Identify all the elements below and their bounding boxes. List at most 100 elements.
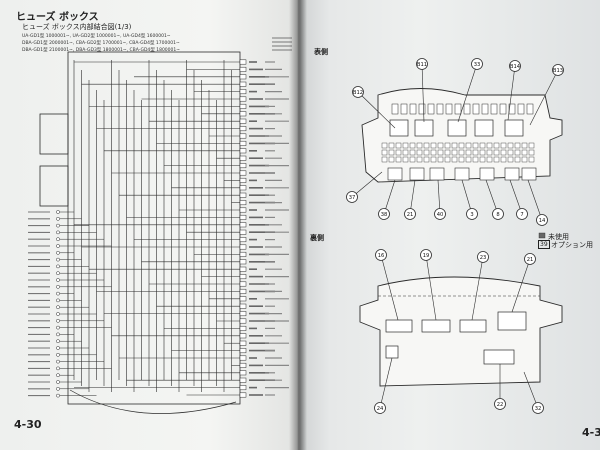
terminal-left <box>56 278 60 282</box>
callout-line <box>379 357 393 409</box>
callout-line <box>471 256 484 321</box>
terminal <box>239 333 247 339</box>
callout-marker <box>420 249 432 261</box>
fuse-slot <box>444 142 451 149</box>
terminal <box>239 81 247 87</box>
fuse-slot <box>444 156 451 163</box>
fuse-slot <box>465 156 472 163</box>
terminal <box>239 155 247 161</box>
fuse-slot-top <box>463 103 471 115</box>
terminal <box>239 325 247 331</box>
fuse-slot <box>381 149 388 156</box>
terminal-left <box>56 237 60 242</box>
callout-marker <box>536 214 548 226</box>
fuse-slot <box>472 142 479 149</box>
terminal-left <box>56 366 60 371</box>
callout-marker <box>524 253 536 265</box>
callout-marker <box>404 208 416 220</box>
callout-label: 40 <box>437 212 444 218</box>
fuse-slot <box>430 142 437 149</box>
callout-marker <box>509 60 521 72</box>
terminal-left <box>56 352 60 357</box>
fuse-slot-top <box>526 103 534 115</box>
terminal <box>239 66 247 72</box>
callout-marker <box>494 398 506 410</box>
fuse-slot <box>514 149 521 156</box>
terminal <box>239 126 247 132</box>
callout-label: 21 <box>527 257 534 263</box>
fuse-slot <box>416 156 423 163</box>
terminal-left <box>56 346 60 350</box>
fuse-slot <box>486 142 493 149</box>
fuse-slot <box>451 156 458 163</box>
left-page: ヒューズ ボックス ヒューズ ボックス内部結合図(1/3) UA-GD1型 10… <box>0 0 300 450</box>
terminal-left <box>56 312 60 316</box>
connector-slot <box>409 167 425 181</box>
terminal <box>239 222 247 228</box>
terminal-left <box>56 223 60 228</box>
diagram-subtitle: ヒューズ ボックス内部結合図(1/3) <box>22 23 132 31</box>
fuse-slot <box>528 142 535 149</box>
fuse-slot-top <box>508 103 516 115</box>
terminal <box>239 103 247 109</box>
callout-line <box>511 258 531 313</box>
terminal-left <box>56 373 60 378</box>
terminal <box>239 185 247 191</box>
legend-option: オプション用 <box>551 241 593 249</box>
terminal-left <box>56 339 60 344</box>
back-connector <box>459 319 487 333</box>
fuse-slot <box>486 149 493 156</box>
fuse-slot <box>395 142 402 149</box>
fuse-slot <box>472 149 479 156</box>
fuse-slot <box>451 149 458 156</box>
page-title: ヒューズ ボックス <box>16 12 99 23</box>
terminal <box>239 111 247 117</box>
fuse-slot-top <box>436 103 444 115</box>
fuse-slot <box>514 156 521 163</box>
callout-line <box>421 63 425 123</box>
terminal-left <box>56 393 60 398</box>
model-line-2: DBA-GD1型 2000001~, CBA-GD2型 1700001~, CB… <box>22 41 180 46</box>
back-side-label: 裏側 <box>310 234 324 242</box>
callout-line <box>351 171 383 198</box>
front-side-label: 表側 <box>314 48 328 56</box>
terminal <box>239 370 247 376</box>
fuse-slot <box>500 156 507 163</box>
connector-slot <box>387 167 403 181</box>
callout-marker <box>532 402 544 414</box>
callout-label: 37 <box>349 195 356 201</box>
callout-marker <box>375 249 387 261</box>
terminal-left <box>56 257 60 262</box>
callout-marker <box>552 64 564 76</box>
callout-label: 32 <box>535 406 542 412</box>
terminal <box>239 207 247 213</box>
fuse-slot <box>493 142 500 149</box>
terminal <box>239 311 247 317</box>
callout-line <box>357 91 396 129</box>
callout-marker <box>378 208 390 220</box>
terminal <box>239 89 247 95</box>
callout-label: 16 <box>378 253 385 259</box>
terminal <box>239 244 247 250</box>
fuse-slot-top <box>418 103 426 115</box>
back-connector <box>497 311 527 331</box>
terminal <box>239 377 247 383</box>
callout-marker <box>466 208 478 220</box>
back-connector <box>385 319 413 333</box>
terminal <box>239 392 247 398</box>
terminal-left <box>56 332 60 337</box>
fuse-slot <box>507 149 514 156</box>
fuse-slot <box>472 156 479 163</box>
terminal <box>239 362 247 368</box>
legend-unused-swatch <box>538 232 546 239</box>
terminal <box>239 237 247 243</box>
fuse-slot <box>416 142 423 149</box>
fuse-slot <box>458 149 465 156</box>
callout-label: B14 <box>510 64 521 70</box>
connector-slot <box>429 167 445 181</box>
fuse-slot <box>500 149 507 156</box>
fuse-slot <box>430 156 437 163</box>
